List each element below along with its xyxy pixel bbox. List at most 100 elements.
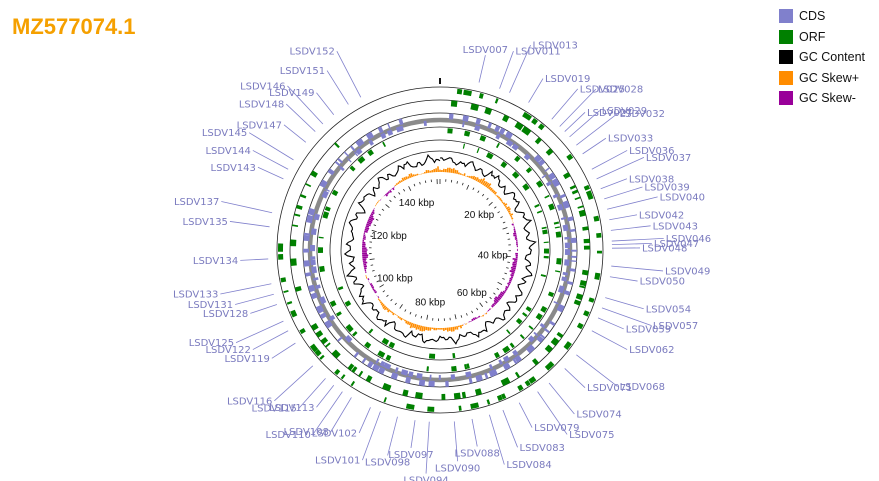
cds-block[interactable]	[556, 303, 565, 313]
orf-block[interactable]	[464, 364, 468, 370]
cds-block[interactable]	[539, 322, 546, 329]
gene-label[interactable]: LSDV133	[173, 289, 218, 300]
cds-block[interactable]	[344, 334, 353, 343]
cds-block[interactable]	[307, 207, 316, 216]
cds-block[interactable]	[557, 285, 565, 294]
orf-block[interactable]	[556, 258, 562, 265]
orf-block[interactable]	[543, 248, 549, 254]
gene-label[interactable]: LSDV088	[455, 449, 500, 460]
orf-block[interactable]	[426, 366, 429, 372]
orf-block[interactable]	[350, 380, 356, 387]
gene-label[interactable]: LSDV145	[202, 128, 247, 139]
gene-label[interactable]: LSDV046	[666, 234, 711, 245]
legend-item-gc-content[interactable]: GC Content	[779, 47, 865, 68]
cds-block[interactable]	[527, 335, 535, 343]
gene-label[interactable]: LSDV125	[189, 338, 234, 349]
cds-block[interactable]	[400, 369, 409, 376]
cds-block[interactable]	[343, 151, 350, 157]
orf-block[interactable]	[569, 184, 577, 190]
gene-label[interactable]: LSDV040	[660, 192, 705, 203]
gene-label[interactable]: LSDV097	[388, 450, 433, 461]
orf-block[interactable]	[383, 397, 387, 403]
orf-block[interactable]	[582, 226, 589, 231]
gene-label[interactable]: LSDV028	[598, 85, 643, 96]
cds-block[interactable]	[328, 314, 336, 322]
gene-label[interactable]: LSDV147	[237, 120, 282, 131]
cds-block[interactable]	[379, 360, 386, 367]
gene-label[interactable]: LSDV062	[629, 345, 674, 356]
orf-block[interactable]	[329, 300, 337, 307]
cds-block[interactable]	[390, 372, 399, 380]
orf-block[interactable]	[377, 350, 386, 358]
orf-block[interactable]	[556, 331, 564, 339]
orf-block[interactable]	[331, 349, 341, 359]
gene-label[interactable]: LSDV068	[620, 382, 665, 393]
cds-block[interactable]	[475, 118, 482, 126]
gene-label[interactable]: LSDV039	[644, 183, 689, 194]
cds-block[interactable]	[303, 248, 310, 253]
orf-block[interactable]	[553, 221, 560, 225]
cds-block[interactable]	[319, 296, 327, 305]
cds-block[interactable]	[387, 123, 391, 130]
orf-block[interactable]	[593, 215, 600, 222]
orf-block[interactable]	[596, 250, 602, 254]
cds-block[interactable]	[564, 259, 570, 266]
cds-block[interactable]	[353, 351, 360, 358]
gene-label[interactable]: LSDV148	[239, 100, 284, 111]
orf-block[interactable]	[451, 365, 457, 372]
cds-block[interactable]	[569, 268, 576, 272]
cds-block[interactable]	[561, 276, 568, 282]
gene-label[interactable]: LSDV042	[639, 210, 684, 221]
orf-block[interactable]	[515, 318, 523, 325]
orf-block[interactable]	[535, 312, 543, 321]
orf-block[interactable]	[283, 289, 289, 294]
cds-block[interactable]	[418, 379, 426, 387]
gene-label[interactable]: LSDV033	[608, 134, 653, 145]
orf-block[interactable]	[542, 229, 548, 235]
orf-block[interactable]	[299, 194, 307, 199]
orf-block[interactable]	[583, 245, 590, 250]
gene-label[interactable]: LSDV038	[629, 174, 674, 185]
orf-block[interactable]	[334, 142, 340, 149]
orf-block[interactable]	[463, 89, 472, 97]
cds-block[interactable]	[353, 151, 359, 157]
gene-label[interactable]: LSDV149	[269, 88, 314, 99]
orf-block[interactable]	[478, 93, 484, 99]
orf-block[interactable]	[428, 353, 436, 359]
legend-item-cds[interactable]: CDS	[779, 6, 865, 27]
orf-block[interactable]	[324, 206, 331, 212]
cds-block[interactable]	[315, 304, 325, 314]
orf-block[interactable]	[318, 236, 324, 239]
cds-block[interactable]	[450, 374, 456, 380]
orf-block[interactable]	[585, 190, 594, 200]
cds-block[interactable]	[405, 376, 412, 384]
orf-block[interactable]	[555, 231, 562, 238]
orf-block[interactable]	[324, 342, 331, 348]
orf-block[interactable]	[514, 121, 524, 131]
cds-block[interactable]	[310, 259, 316, 266]
cds-block[interactable]	[484, 372, 489, 379]
orf-block[interactable]	[402, 389, 409, 397]
orf-block[interactable]	[278, 243, 284, 252]
cds-block[interactable]	[355, 138, 365, 148]
cds-block[interactable]	[313, 213, 321, 221]
cds-block[interactable]	[512, 358, 518, 365]
orf-block[interactable]	[500, 377, 511, 387]
cds-block[interactable]	[569, 228, 576, 233]
gene-label[interactable]: LSDV134	[193, 256, 238, 267]
cds-block[interactable]	[377, 126, 384, 134]
cds-block[interactable]	[537, 158, 546, 167]
cds-block[interactable]	[570, 237, 577, 244]
orf-block[interactable]	[334, 368, 341, 376]
orf-block[interactable]	[427, 406, 435, 412]
orf-block[interactable]	[540, 305, 548, 313]
cds-block[interactable]	[539, 333, 546, 340]
cds-block[interactable]	[371, 363, 381, 372]
cds-block[interactable]	[311, 266, 318, 274]
gene-label[interactable]: LSDV032	[620, 109, 665, 120]
orf-block[interactable]	[544, 344, 554, 353]
orf-block[interactable]	[486, 152, 494, 160]
orf-block[interactable]	[578, 209, 586, 217]
orf-block[interactable]	[544, 194, 550, 199]
orf-block[interactable]	[543, 241, 549, 244]
